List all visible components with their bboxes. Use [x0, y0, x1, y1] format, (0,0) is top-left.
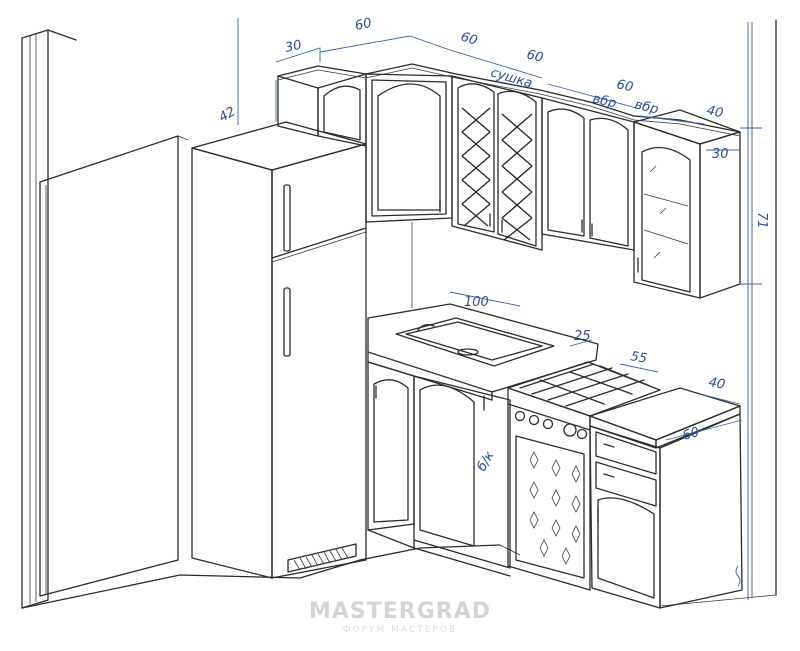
stove-knobs	[514, 410, 588, 440]
dimension-labels: 30 60 60 60 сушка 60 40 вбр вбр 42 30 71…	[217, 16, 770, 474]
lower-cabinets	[367, 361, 511, 577]
dryer-lattice-right	[501, 113, 533, 241]
dim-top-left-depth: 30	[284, 38, 303, 56]
drawer-top	[595, 431, 657, 475]
drawer-middle	[595, 461, 657, 507]
dim-counter-length: 100	[464, 295, 489, 310]
dim-vent-left: вбр	[591, 91, 618, 111]
sink	[395, 317, 555, 367]
watermark-sub: ФОРУМ МАСТЕРОВ	[343, 625, 457, 635]
countertop	[367, 303, 599, 401]
dryer-lattice-left	[461, 107, 491, 227]
freezer-handle	[283, 184, 291, 252]
gas-stove	[507, 361, 661, 591]
dim-corner-width: 60	[354, 16, 373, 34]
dim-corner-right-width: 60	[459, 30, 479, 49]
dim-stove-width: 55	[629, 349, 648, 367]
dim-upper-end-width: 40	[705, 103, 724, 121]
dim-fridge-depth: 42	[217, 104, 239, 125]
dim-upper-side-depth: 30	[712, 147, 729, 162]
dim-upper-right-width: 60	[615, 77, 634, 95]
upper-cabinets	[277, 63, 741, 299]
watermark-brand: MASTERGRAD	[309, 599, 491, 624]
dim-dryer-label: сушка	[489, 65, 534, 91]
dim-vent-right: вбр	[633, 97, 660, 117]
dim-end-cabinet-width: 40	[707, 375, 726, 393]
dimension-lines	[275, 35, 762, 587]
dim-upper-height: 71	[754, 212, 769, 229]
dim-end-cabinet-depth: 60	[681, 425, 701, 444]
back-wall	[365, 222, 413, 318]
dim-dishwasher-label: б/к	[474, 449, 497, 474]
dim-counter-depth: 25	[574, 329, 591, 344]
refrigerator	[191, 121, 367, 579]
watermark: MASTERGRAD ФОРУМ МАСТЕРОВ	[309, 599, 491, 635]
end-cabinet	[589, 387, 743, 609]
dim-dryer-width: 60	[525, 47, 545, 66]
room-walls	[21, 18, 777, 609]
door	[39, 135, 189, 597]
fridge-handle	[283, 287, 291, 357]
